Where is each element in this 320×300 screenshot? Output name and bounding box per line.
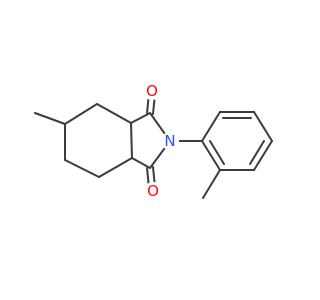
nitrogen-background xyxy=(161,132,179,150)
oxygen-bottom-label: O xyxy=(147,182,159,200)
benzene-double-bond-3 xyxy=(209,140,225,165)
bond-ring-c3-c4 xyxy=(130,122,133,159)
benzene-bond-4 xyxy=(253,140,273,171)
molecule-structure-diagram: O O N xyxy=(34,82,273,200)
bond-ring-c5-c6 xyxy=(64,159,100,178)
benzene-bond-3 xyxy=(253,111,273,142)
bond-ring-to-carbonyl-bottom xyxy=(131,157,151,169)
benzene-double-bond-2 xyxy=(249,140,265,165)
oxygen-top-background xyxy=(143,82,161,100)
bond-ring-c4-c5 xyxy=(98,157,133,178)
bond-aryl-methyl xyxy=(202,169,221,199)
oxygen-top-label: O xyxy=(146,82,158,100)
benzene-bond-1 xyxy=(201,111,221,142)
bond-ring-to-carbonyl-top xyxy=(130,112,151,124)
oxygen-bottom-background xyxy=(144,182,162,200)
bond-ring-c1-c2 xyxy=(64,103,98,125)
nitrogen-label: N xyxy=(164,132,175,150)
bond-methyl-ring xyxy=(34,112,66,125)
bond-ring-c2-c3 xyxy=(96,103,132,124)
benzene-bond-6 xyxy=(201,140,221,171)
